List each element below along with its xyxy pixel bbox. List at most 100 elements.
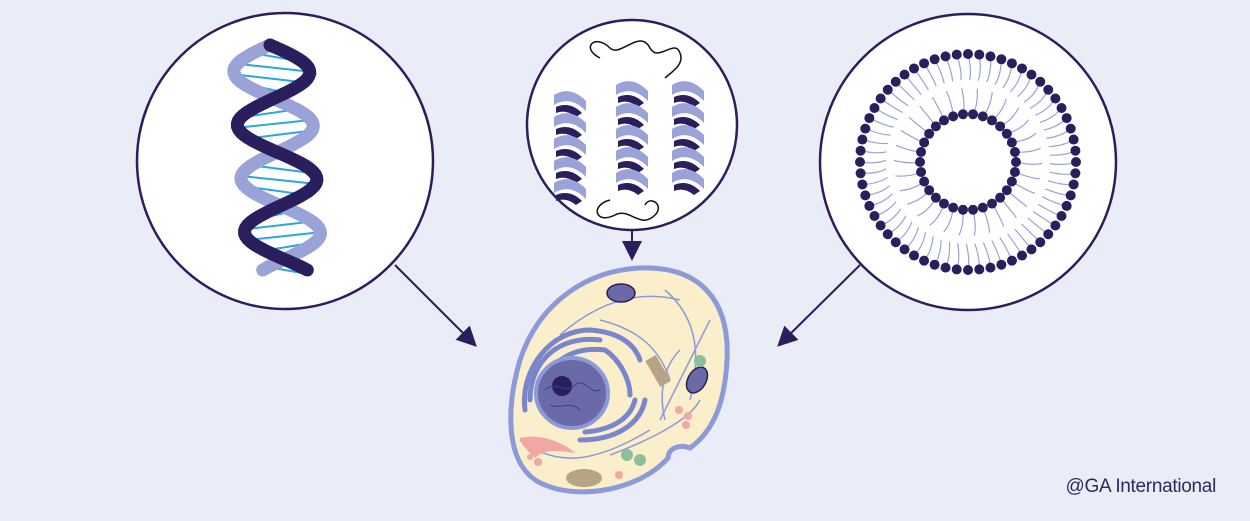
lipid-head [855, 145, 866, 156]
base-pair [240, 175, 318, 185]
lipid-head [857, 134, 868, 145]
lipid-vesicle-icon [855, 49, 1081, 275]
lipid-head [890, 237, 901, 248]
lipid-head [977, 111, 988, 122]
helix-ribbon [674, 95, 700, 107]
lipid-head [864, 200, 875, 211]
lipid-head [1056, 103, 1067, 113]
lipid-head [1061, 200, 1072, 211]
protein-panel [525, 18, 739, 232]
lipid-head [1068, 134, 1079, 145]
helix-ribbon [672, 169, 704, 189]
helix-ribbon [672, 125, 704, 145]
helix-ribbon [554, 135, 586, 155]
lipid-head [948, 111, 959, 122]
dna-strand [230, 38, 324, 277]
lipid-head [860, 123, 871, 134]
golgi [520, 436, 575, 458]
lipid-head [909, 63, 919, 74]
lipid-head [985, 51, 996, 62]
lipid-head [939, 198, 949, 209]
lipid-head [995, 192, 1006, 203]
lipid-head [899, 244, 910, 255]
helix-ribbon [616, 147, 648, 167]
lipid-head [1065, 123, 1076, 134]
helix-ribbon [616, 169, 648, 189]
helix-ribbon [674, 161, 700, 173]
nucleolus [552, 376, 572, 396]
lipid-head [957, 109, 968, 120]
lipid-head [995, 121, 1006, 132]
lipid-head [909, 250, 919, 261]
lipid-head [890, 76, 901, 87]
lipid-head [951, 49, 962, 60]
base-pair [245, 231, 320, 242]
lipid-head [974, 264, 985, 275]
lipid-head [916, 147, 927, 158]
lipid-head [855, 157, 865, 167]
lipid-head [968, 109, 979, 120]
lipid-head [968, 204, 979, 215]
lipid-head [1061, 113, 1072, 124]
lipid-head [1026, 244, 1037, 255]
lipid-head [948, 202, 959, 213]
credit-watermark: @GA International [1065, 476, 1217, 497]
lipid-head [1006, 58, 1017, 69]
lipid-head [869, 211, 880, 221]
helix-ribbon [616, 103, 648, 123]
helix-ribbon [554, 179, 586, 199]
lipid-head [1006, 137, 1017, 148]
lipid-head [1043, 84, 1054, 95]
helix-ribbon [674, 183, 700, 195]
lipid-head [916, 166, 927, 177]
lipid-head [875, 93, 886, 104]
lipid-head [1006, 176, 1017, 187]
arrow-dna-to-cell [394, 264, 477, 347]
nucleus [534, 356, 610, 430]
lipid-head [996, 259, 1007, 270]
lipid-head [1056, 211, 1067, 221]
lipid-head [987, 198, 997, 209]
dna-panel [135, 11, 435, 311]
helix-ribbon [554, 91, 586, 111]
lipid-panel [818, 12, 1118, 312]
base-pair [234, 62, 309, 73]
lipid-head [864, 113, 875, 124]
lipid-head [1001, 185, 1012, 196]
lipid-head [1068, 179, 1079, 190]
lipid-head [924, 185, 935, 196]
helix-ribbon [618, 183, 644, 195]
dna-strand [227, 38, 328, 277]
lipid-head [987, 115, 997, 126]
vacuole [566, 469, 602, 487]
lipid-head [857, 179, 868, 190]
lipid-head [985, 262, 996, 273]
dna-helix-icon [227, 38, 328, 277]
lipid-head [930, 192, 941, 203]
cell-icon [508, 265, 730, 495]
lipid-head [882, 229, 893, 240]
lipid-head [1009, 147, 1020, 158]
lipid-head [1001, 128, 1012, 139]
helix-ribbon [674, 117, 700, 129]
lipid-head [869, 103, 880, 113]
lipid-head [1070, 145, 1081, 156]
lipid-head [1050, 93, 1061, 104]
lipid-head [915, 157, 925, 167]
lipid-head [1071, 157, 1081, 167]
helix-ribbon [616, 81, 648, 101]
lipid-head [996, 54, 1007, 65]
lipid-head [924, 128, 935, 139]
lipid-head [882, 84, 893, 95]
helix-ribbon [674, 139, 700, 151]
lipid-head [939, 115, 949, 126]
mitochondrion [685, 366, 709, 394]
helix-ribbon [556, 193, 582, 205]
lipid-head [1043, 229, 1054, 240]
lipid-head [919, 176, 930, 187]
helix-ribbon [672, 103, 704, 123]
helix-ribbon [556, 127, 582, 139]
helix-ribbon [618, 95, 644, 107]
helix-ribbon [618, 139, 644, 151]
lipid-head [1017, 63, 1027, 74]
